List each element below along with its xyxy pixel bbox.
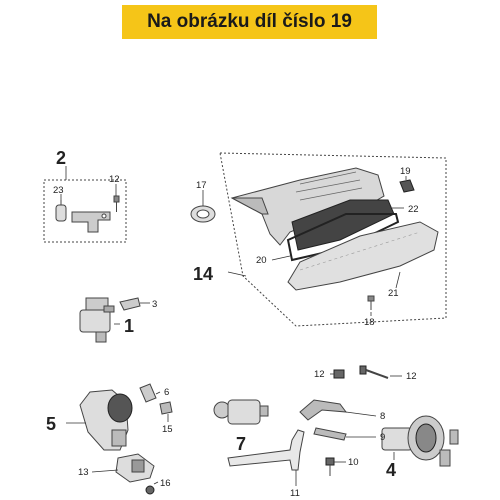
label-14: 14 xyxy=(193,264,213,284)
hose-part-9 xyxy=(313,427,347,441)
label-7: 7 xyxy=(236,434,246,454)
label-11: 11 xyxy=(290,488,300,499)
label-13: 13 xyxy=(78,467,89,478)
gasket-part-20 xyxy=(286,213,400,262)
cover-part-21 xyxy=(287,221,439,291)
label-6: 6 xyxy=(164,387,169,398)
label-17: 17 xyxy=(196,180,207,191)
label-1: 1 xyxy=(124,316,134,336)
label-12-left: 12 xyxy=(314,369,325,380)
highlight-banner: Na obrázku díl číslo 19 xyxy=(122,5,377,39)
sensor-part-13 xyxy=(115,453,155,483)
label-21: 21 xyxy=(388,288,399,299)
clip-part-3 xyxy=(119,297,141,311)
label-5: 5 xyxy=(46,414,56,434)
clip-part-19 xyxy=(399,179,415,193)
label-19: 19 xyxy=(400,166,411,177)
injector-part-1 xyxy=(79,297,115,343)
label-22: 22 xyxy=(408,204,419,215)
throttle-part-5 xyxy=(79,389,133,451)
screw-part-18 xyxy=(367,295,375,310)
label-23: 23 xyxy=(53,185,64,196)
clip-part-6 xyxy=(139,383,157,403)
screw-part-16 xyxy=(145,485,155,495)
label-15: 15 xyxy=(162,424,173,435)
screw-part-12-left xyxy=(333,369,345,379)
label-9: 9 xyxy=(380,432,385,443)
group-14-outline xyxy=(219,152,447,327)
label-2: 2 xyxy=(56,148,66,168)
banner-text: Na obrázku díl číslo 19 xyxy=(147,11,352,32)
screw-part-12-top xyxy=(113,195,120,212)
valve-part-7 xyxy=(213,399,269,425)
screw-part-10 xyxy=(325,457,335,476)
label-12-top: 12 xyxy=(109,174,120,185)
part-15 xyxy=(159,401,173,415)
hose-part-8 xyxy=(299,399,348,421)
sensor-part-23 xyxy=(55,200,67,222)
label-3: 3 xyxy=(152,299,157,310)
clamp-part-17 xyxy=(190,205,216,223)
label-12-right: 12 xyxy=(406,371,417,382)
screw-part-12-right xyxy=(359,365,389,379)
label-8: 8 xyxy=(380,411,385,422)
label-20: 20 xyxy=(256,255,267,266)
label-18: 18 xyxy=(364,317,375,328)
bracket-part-2 xyxy=(71,211,111,233)
bracket-part-7 xyxy=(227,429,305,471)
label-4: 4 xyxy=(386,460,396,480)
throttle-part-4 xyxy=(381,415,459,467)
label-16: 16 xyxy=(160,478,171,489)
group-2-outline xyxy=(43,179,127,243)
label-10: 10 xyxy=(348,457,359,468)
